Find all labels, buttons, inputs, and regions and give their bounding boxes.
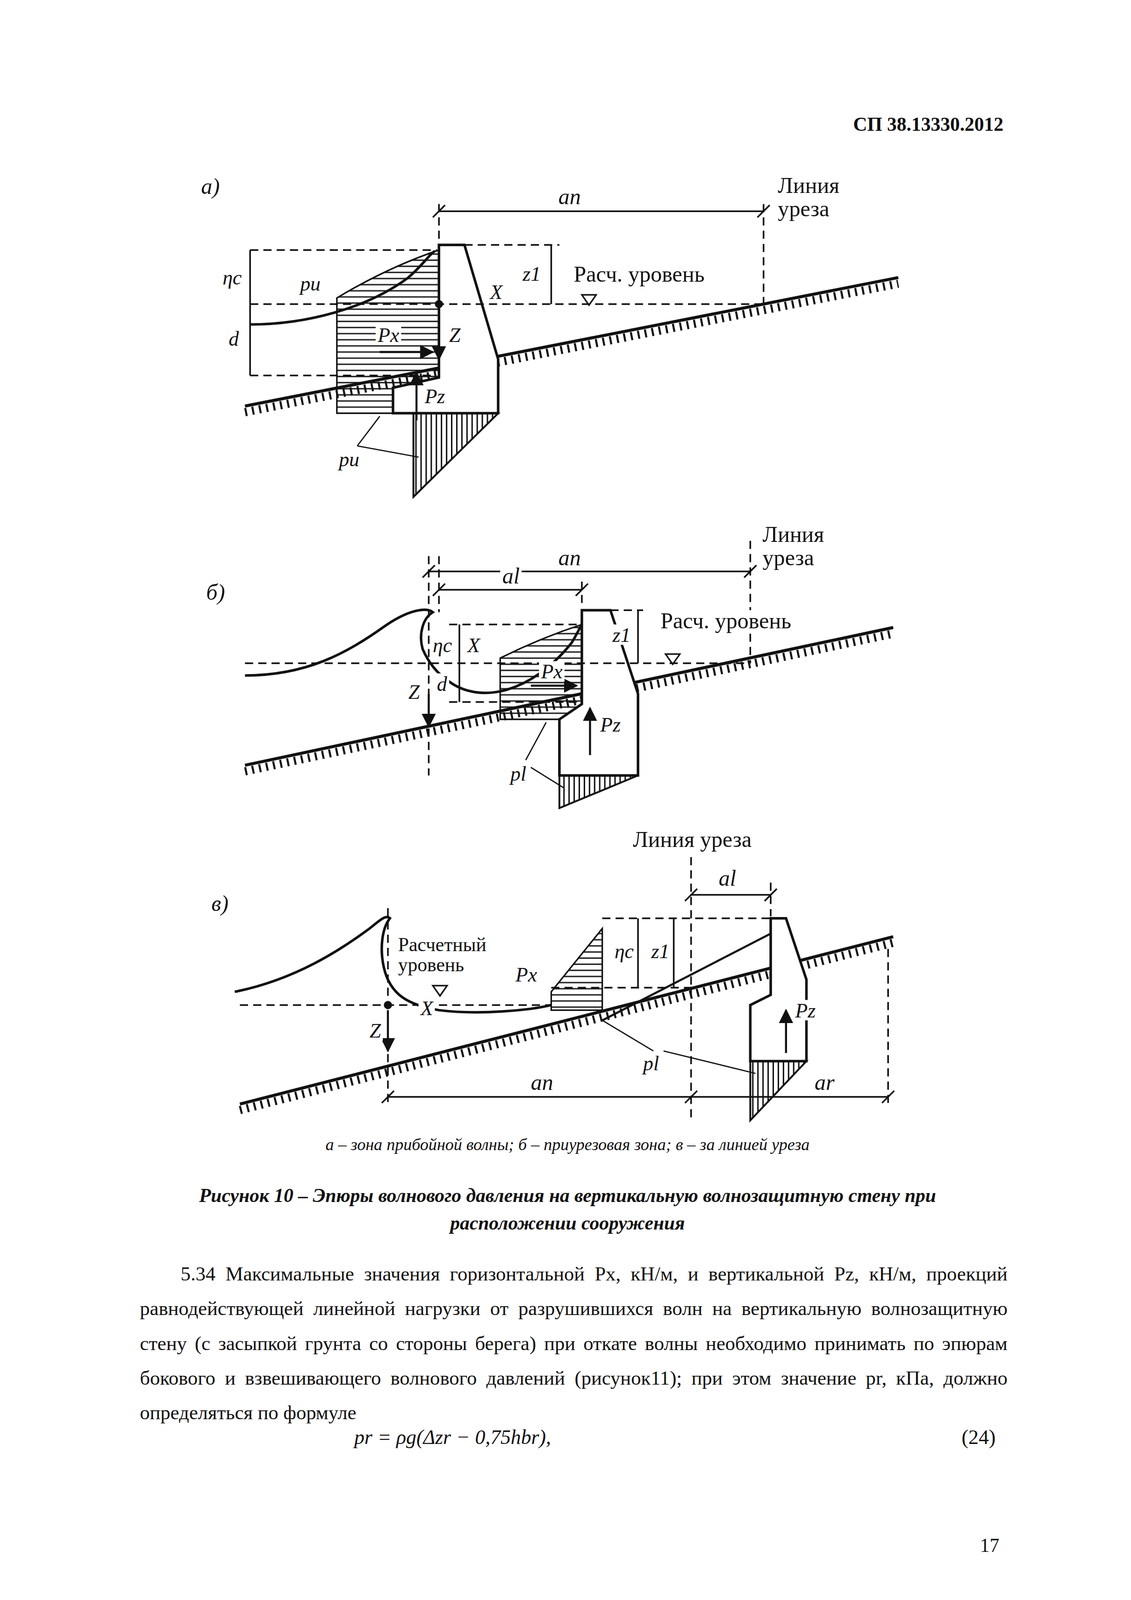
dimension: z1 <box>649 941 672 962</box>
dimension: z1 <box>610 624 633 646</box>
note: Линия уреза <box>760 522 867 570</box>
axis: X <box>487 281 505 303</box>
symbol: pl <box>508 763 529 785</box>
note: Расч. уровень <box>658 610 794 633</box>
panel-letter: в) <box>209 893 231 916</box>
axis: Z <box>367 1020 383 1042</box>
dimension: ηc <box>220 267 244 288</box>
dimension: ηc <box>612 941 637 962</box>
dimension: ηc <box>430 635 455 656</box>
dimension: an <box>556 547 583 570</box>
force: Px <box>538 661 565 682</box>
note: Линия уреза <box>775 173 882 221</box>
force: Px <box>513 964 540 986</box>
force: Pz <box>422 386 447 407</box>
formula-number: (24) <box>959 1427 998 1448</box>
force: Pz <box>598 714 623 736</box>
force: Pz <box>793 1000 818 1022</box>
dimension: an <box>556 186 583 209</box>
formula: pr = ρg(Δzr − 0,75hbr), <box>352 1427 554 1448</box>
symbol: pl <box>641 1053 662 1074</box>
axis: X <box>465 635 482 656</box>
dimension: d <box>434 673 450 695</box>
dimension: al <box>716 867 738 891</box>
page-number: 17 <box>977 1536 1002 1556</box>
header: СП 38.13330.2012 <box>851 114 1006 134</box>
axis: X <box>418 998 436 1019</box>
axis: Z <box>447 324 463 346</box>
figure-key: а – зона прибойной волны; б – приурезова… <box>0 1136 1131 1154</box>
dimension: d <box>226 328 242 350</box>
panel-letter: б) <box>204 581 228 605</box>
body-text: 5.34 Максимальные значения горизонтально… <box>137 1257 1010 1432</box>
symbol: pu <box>298 273 323 294</box>
panel-letter: а) <box>199 175 222 199</box>
dimension: ar <box>812 1071 837 1095</box>
symbol: pu <box>336 449 362 470</box>
figure-caption: Рисунок 10 – Эпюры волнового давления на… <box>143 1181 993 1238</box>
dimension: z1 <box>520 263 544 285</box>
note: Расч. уровень <box>571 263 707 287</box>
dimension: an <box>528 1071 556 1095</box>
axis: Z <box>406 681 422 703</box>
dimension: al <box>500 565 522 588</box>
force: Px <box>375 324 402 346</box>
note: Расчетный уровень <box>395 935 513 976</box>
note: Линия уреза <box>630 829 754 852</box>
